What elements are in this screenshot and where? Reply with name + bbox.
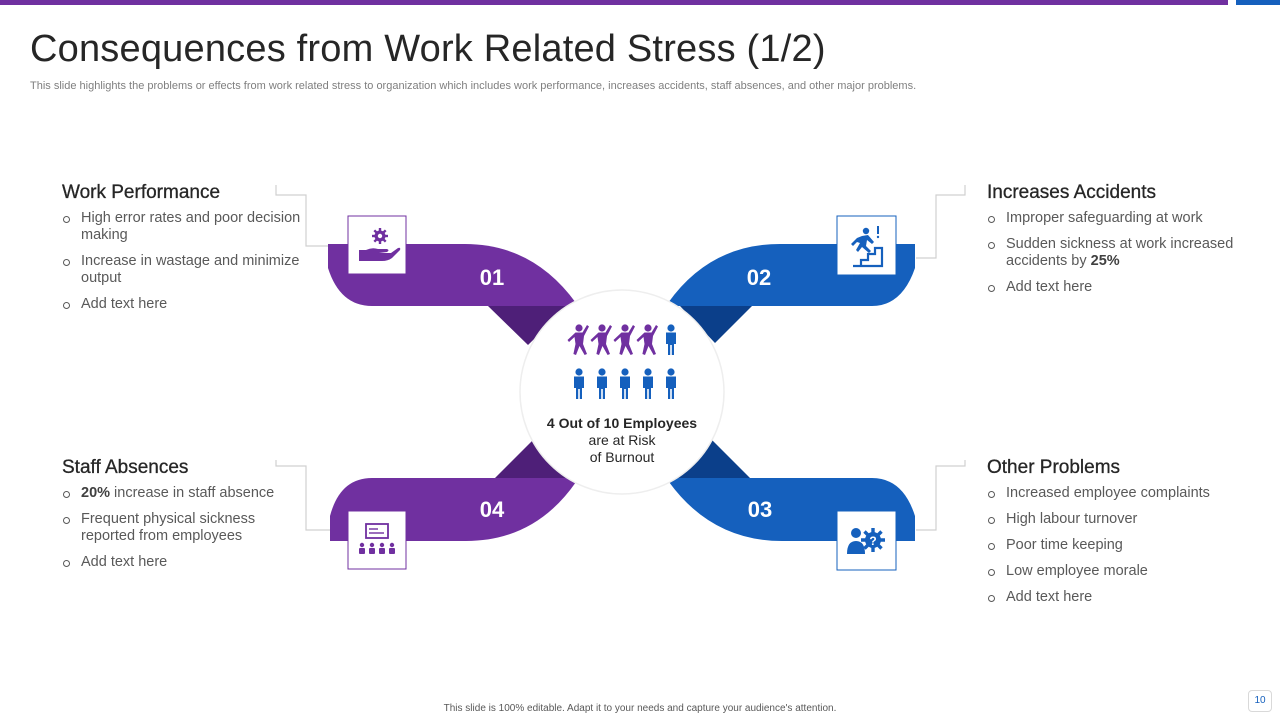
list-item: Increase in wastage and minimize output: [62, 253, 312, 287]
svg-text:?: ?: [869, 534, 876, 548]
heading-other-problems: Other Problems: [987, 457, 1121, 478]
burnout-line-2: are at Risk: [588, 432, 656, 448]
burnout-line-1: 4 Out of 10 Employees: [546, 415, 698, 431]
heading-work-performance: Work Performance: [62, 182, 221, 203]
fold-02: [680, 306, 752, 343]
list-item: Low employee morale: [987, 563, 1237, 580]
number-01: 01: [480, 265, 504, 290]
fold-01: [488, 306, 568, 345]
bullet-list: Improper safeguarding at work Sudden sic…: [987, 210, 1237, 296]
list-item-text: Sudden sickness at work increased accide…: [1006, 236, 1234, 269]
list-item: Add text here: [987, 279, 1237, 296]
list-item: Improper safeguarding at work: [987, 210, 1237, 227]
work-performance-block: Work Performance High error rates and po…: [62, 182, 312, 322]
page-number: 10: [1248, 690, 1272, 712]
list-item-highlight: 25%: [1090, 253, 1120, 269]
list-item-text: increase in staff absence: [110, 485, 275, 501]
number-02: 02: [747, 265, 771, 290]
page-title: Consequences from Work Related Stress (1…: [30, 28, 826, 70]
list-item: High labour turnover: [987, 511, 1237, 528]
bullet-list: Increased employee complaints High labou…: [987, 485, 1237, 606]
list-item: Poor time keeping: [987, 537, 1237, 554]
other-problems-block: Other Problems Increased employee compla…: [987, 457, 1237, 615]
list-item-highlight: 20%: [81, 485, 111, 501]
list-item: Add text here: [62, 554, 312, 571]
heading-staff-absences: Staff Absences: [62, 457, 189, 478]
list-item: Add text here: [987, 589, 1237, 606]
list-item: Frequent physical sickness reported from…: [62, 511, 312, 545]
list-item: 20% increase in staff absence: [62, 485, 312, 502]
burnout-statistic: 4 Out of 10 Employees are at Risk of Bur…: [530, 415, 714, 466]
bullet-list: 20% increase in staff absence Frequent p…: [62, 485, 312, 571]
number-04: 04: [480, 497, 505, 522]
page-subtitle: This slide highlights the problems or ef…: [30, 80, 917, 92]
increases-accidents-block: Increases Accidents Improper safeguardin…: [987, 182, 1237, 305]
falling-stairs-icon: [836, 215, 897, 276]
hand-gear-icon: [347, 215, 407, 275]
burnout-line-3: of Burnout: [589, 449, 655, 465]
list-item: Increased employee complaints: [987, 485, 1237, 502]
staff-absences-block: Staff Absences 20% increase in staff abs…: [62, 457, 312, 580]
list-item: High error rates and poor decision makin…: [62, 210, 312, 244]
top-accent-bar-purple: [0, 0, 1228, 5]
heading-increases-accidents: Increases Accidents: [987, 182, 1156, 203]
list-item: Sudden sickness at work increased accide…: [987, 236, 1237, 270]
user-gear-question-icon: ?: [836, 510, 897, 571]
fold-03: [672, 440, 750, 478]
number-03: 03: [748, 497, 772, 522]
bullet-list: High error rates and poor decision makin…: [62, 210, 312, 313]
list-item: Add text here: [62, 296, 312, 313]
top-accent-bar-blue: [1236, 0, 1280, 5]
meeting-presentation-icon: [347, 510, 407, 570]
connector-lines: [275, 185, 966, 531]
footer-note: This slide is 100% editable. Adapt it to…: [443, 703, 837, 714]
